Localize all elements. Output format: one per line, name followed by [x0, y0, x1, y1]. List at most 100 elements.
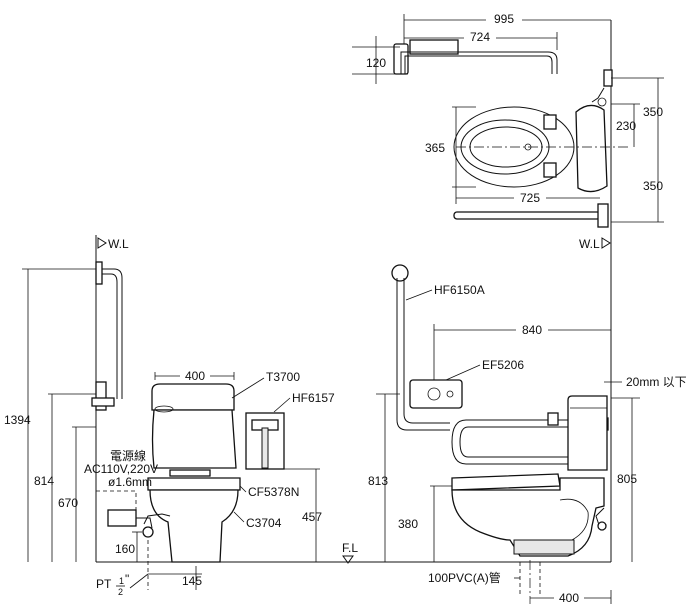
label-bowl-model: C3704	[246, 516, 282, 530]
floor-marker	[342, 555, 354, 564]
leader-holder	[273, 397, 291, 413]
outlet-valve	[597, 521, 607, 531]
fold-bar-outer	[451, 419, 604, 465]
label-pipe-fraction-num: 1	[119, 576, 124, 586]
leader-seat	[239, 485, 247, 493]
grab-bar-bottom-plate	[91, 397, 115, 407]
grab-bar-inner	[102, 273, 118, 399]
grab-bar-top-mount	[95, 261, 103, 285]
power-cable-route	[96, 490, 137, 510]
controller-box	[107, 509, 137, 527]
plan-hinge-top	[543, 114, 557, 130]
dim-text-813: 813	[368, 474, 388, 488]
label-power-voltage: AC110V,220V	[84, 462, 158, 476]
dim-text-230: 230	[616, 119, 636, 133]
wall-label-plan: W.L	[579, 237, 600, 251]
trap-curve	[559, 498, 589, 541]
toilet-bowl	[149, 489, 239, 563]
plan-grab-bar	[400, 51, 558, 74]
seat-ring	[147, 477, 241, 491]
dim-text-365: 365	[425, 141, 445, 155]
label-power-diameter: ø1.6mm	[108, 475, 152, 489]
flush-lever	[154, 405, 174, 413]
dim-text-145: 145	[182, 574, 202, 588]
tank-lid	[151, 383, 235, 411]
label-l-bar-model: HF6150A	[434, 283, 485, 297]
label-drain-spec: 100PVC(A)管	[428, 570, 501, 585]
grab-bar-hinge	[95, 381, 107, 411]
base-hatch	[513, 539, 575, 555]
plan-grab-bar-plate	[409, 39, 459, 55]
plan-supply-valve	[597, 97, 607, 107]
dim-bg	[180, 368, 210, 382]
dim-text-400-drain: 400	[559, 591, 579, 605]
control-panel-button	[446, 390, 454, 398]
plan-wall-valve	[603, 69, 613, 87]
dim-bg	[516, 322, 548, 336]
control-panel-dial	[427, 387, 441, 401]
seat-hinge-block	[169, 469, 211, 477]
fold-bar-bracket-1	[547, 412, 559, 426]
label-pipe-fraction-den: 2	[118, 587, 123, 597]
leader-l-bar	[405, 289, 433, 301]
dim-bg	[554, 590, 584, 604]
l-bar-top-cap	[391, 264, 409, 282]
dim-text-457: 457	[302, 510, 322, 524]
plan-hinge-bottom	[543, 162, 557, 178]
label-power-line: 電源線	[110, 448, 146, 463]
dim-text-1394: 1394	[4, 413, 31, 427]
leader-pipe	[129, 573, 149, 589]
plan-fold-bar-mount	[597, 203, 609, 228]
water-line	[136, 517, 153, 529]
l-bar-outer	[396, 278, 450, 431]
right-elevation: HF6150A 840 EF5206 813	[368, 264, 687, 605]
wall-label-left: W.L	[108, 237, 129, 251]
wall-marker-left	[97, 237, 107, 249]
label-holder-model: HF6157	[292, 391, 335, 405]
fold-bar-inner	[459, 426, 604, 458]
dim-text-400-tank: 400	[185, 369, 205, 383]
plan-view: 995 724 120 365 725	[352, 12, 664, 562]
label-seat-model: CF5378N	[248, 485, 299, 499]
seat-side	[451, 473, 561, 491]
plan-fold-bar	[453, 211, 601, 220]
left-elevation: W.L 1394 814 670 400 T3700 CF	[4, 235, 611, 597]
dim-text-350-upper: 350	[643, 105, 663, 119]
dim-text-670: 670	[58, 496, 78, 510]
plan-supply-pipe	[591, 87, 605, 103]
leader-tank	[231, 377, 265, 399]
paper-holder-arm	[261, 427, 269, 469]
label-tank-model: T3700	[266, 370, 300, 384]
dim-text-380: 380	[398, 517, 418, 531]
tank-body	[151, 409, 237, 469]
dim-text-995: 995	[494, 12, 514, 26]
dim-text-160: 160	[115, 542, 135, 556]
label-controller-model: EF5206	[482, 358, 524, 372]
dim-text-805: 805	[617, 472, 637, 486]
dim-bg	[464, 30, 496, 44]
leader-bowl	[233, 511, 245, 523]
dim-bg	[514, 190, 546, 204]
l-bar-inner	[403, 278, 450, 424]
dim-bg	[486, 12, 522, 26]
dim-text-725: 725	[520, 191, 540, 205]
grab-bar-outer	[102, 268, 123, 399]
bowl-side	[451, 477, 605, 557]
control-panel	[409, 379, 463, 409]
supply-hose	[143, 513, 171, 525]
wall-marker-plan	[601, 237, 611, 249]
dim-text-724: 724	[470, 30, 490, 44]
leader-controller	[445, 364, 481, 381]
dim-text-814: 814	[34, 474, 54, 488]
label-gap: 20mm 以下	[626, 375, 687, 389]
dim-text-120: 120	[366, 56, 386, 70]
label-pipe-spec: PT	[96, 577, 112, 591]
stop-valve	[142, 526, 154, 538]
tank-side	[567, 395, 608, 471]
plan-tank	[575, 104, 608, 193]
label-pipe-inch: "	[125, 572, 129, 586]
plan-grab-bar-inner	[404, 55, 553, 74]
dim-text-350-lower: 350	[643, 179, 663, 193]
